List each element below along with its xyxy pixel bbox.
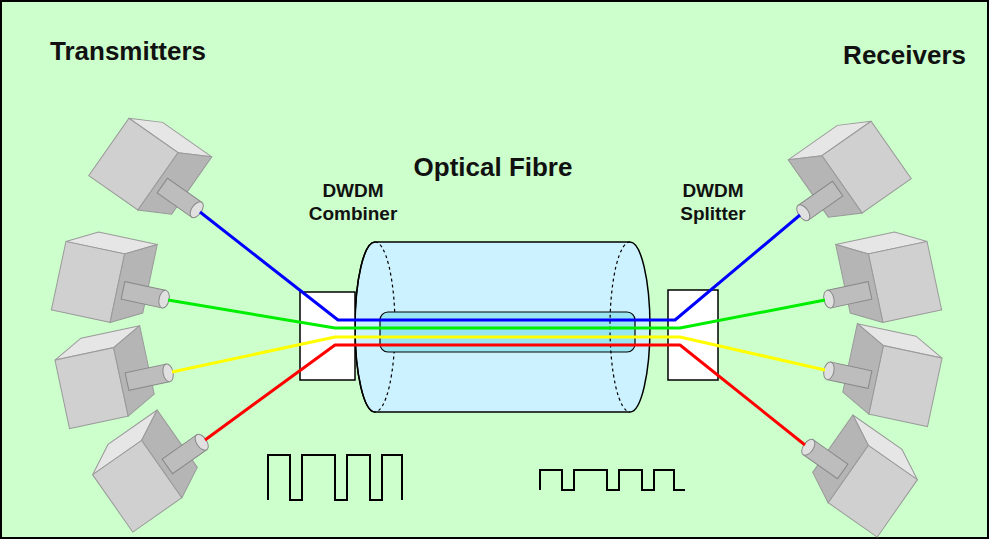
heading-label: Receivers: [740, 40, 966, 71]
yellow-channel: [172, 337, 825, 372]
green-channel: [168, 300, 825, 328]
receiver: [813, 226, 941, 334]
component-label: DWDM Splitter: [648, 180, 778, 226]
transmitter: [83, 397, 225, 532]
transmitter: [52, 321, 180, 429]
heading-label: Transmitters: [50, 36, 290, 67]
red-channel: [205, 345, 805, 445]
receiver: [817, 319, 945, 427]
component-label: DWDM Combiner: [283, 180, 423, 226]
receiver: [785, 402, 927, 537]
blue-channel: [200, 212, 800, 320]
input-signal: [268, 455, 402, 500]
output-signal: [540, 470, 685, 490]
component-label: Optical Fibre: [413, 152, 573, 183]
transmitter: [51, 226, 179, 334]
